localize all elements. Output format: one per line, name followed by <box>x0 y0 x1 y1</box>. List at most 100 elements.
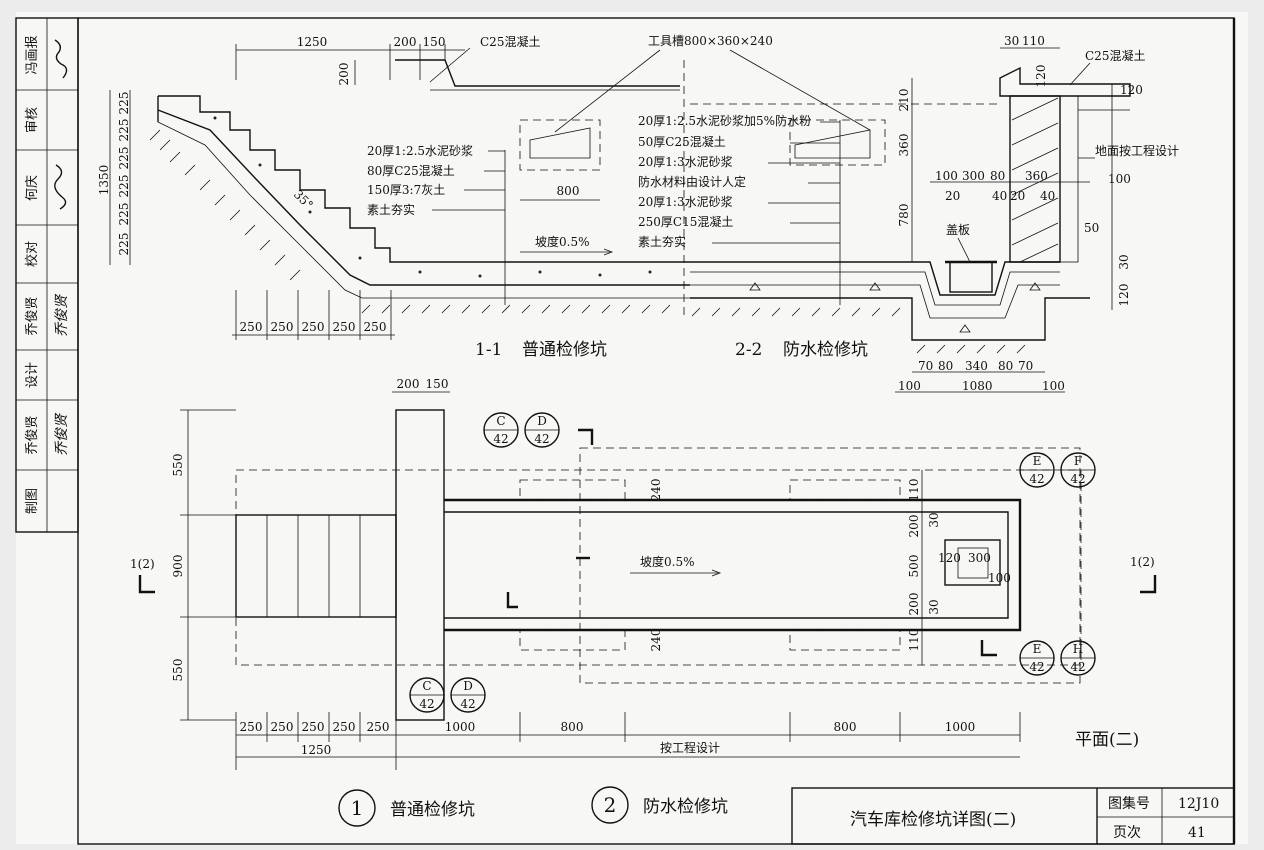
plan-dim-top-1: 150 <box>426 377 449 391</box>
callout-letter: C <box>496 414 505 428</box>
callout-letter: H <box>1073 642 1083 656</box>
s2-dim-bottom-2: 340 <box>965 359 988 373</box>
legend-label-2: 防水检修坑 <box>643 797 728 817</box>
s2-dim-bottom-1: 80 <box>938 359 953 373</box>
s1-note-2: 150厚3:7灰土 <box>367 183 445 197</box>
s1-dim-bottom-3: 250 <box>333 320 356 334</box>
s1-concrete-label: C25混凝土 <box>480 34 540 49</box>
side-sign-6: 乔俊贤 <box>54 412 70 456</box>
legend: 1 普通检修坑 2 防水检修坑 <box>338 786 728 827</box>
plan-dim-inner-4: 100 <box>988 571 1011 585</box>
atlas-value: 12J10 <box>1178 796 1219 812</box>
s2-note-0: 20厚1:2.5水泥砂浆加5%防水粉 <box>638 113 811 128</box>
s2-dim-bottom-4: 70 <box>1018 359 1033 373</box>
s1-dim-left-5: 225 <box>117 233 131 256</box>
s1-dim-left-3: 225 <box>117 175 131 198</box>
s2-dim-right-2: 100 <box>1108 172 1131 186</box>
callout-sheet: 42 <box>1070 472 1085 486</box>
paper <box>16 12 1248 844</box>
s2-concrete-label: C25混凝土 <box>1085 48 1145 63</box>
callout-h-bottom: H 42 <box>1060 640 1096 676</box>
s1-caption: 普通检修坑 <box>522 340 607 360</box>
s1-dim-left-0: 225 <box>117 92 131 115</box>
plan-title: 平面(二) <box>1075 730 1139 750</box>
plan-dim-left-2: 550 <box>171 659 185 682</box>
s1-dim-top-3: 200 <box>337 63 351 86</box>
callout-sheet: 42 <box>460 697 475 711</box>
plan-dim-left-0: 550 <box>171 454 185 477</box>
callout-sheet: 42 <box>1029 472 1044 486</box>
s2-dim-right-5: 120 <box>1117 284 1131 307</box>
s1-dim-top-1: 200 <box>394 35 417 49</box>
plan-view: 坡度0.5% 1(2) 1(2) 200 150 550 900 550 110… <box>130 377 1157 770</box>
plan-cut-left: 1(2) <box>130 557 155 571</box>
side-role-0: 冯画报 <box>25 35 40 74</box>
plan-cut-right: 1(2) <box>1130 555 1155 569</box>
s1-dim-bottom-0: 250 <box>240 320 263 334</box>
callout-d-bottom: D 42 <box>450 677 486 713</box>
legend-num-2: 2 <box>604 793 617 817</box>
legend-label-1: 普通检修坑 <box>390 800 475 820</box>
s2-dim-top-1: 110 <box>1022 34 1045 48</box>
s1-dim-top-2: 150 <box>423 35 446 49</box>
s2-note-6: 素土夯实 <box>638 234 686 249</box>
atlas-label: 图集号 <box>1108 795 1150 812</box>
callout-e-top: E 42 <box>1019 452 1055 488</box>
s2-ground: 地面按工程设计 <box>1095 143 1179 158</box>
callout-c-bottom: C 42 <box>409 677 445 713</box>
plan-dim-right-2: 500 <box>907 555 921 578</box>
side-role-7: 制图 <box>25 488 40 514</box>
plan-by-design: 按工程设计 <box>660 740 720 755</box>
s2-note-2: 20厚1:3水泥砂浆 <box>638 154 733 169</box>
s2-dim-bottom2-2: 100 <box>1042 379 1065 393</box>
s2-note-1: 50厚C25混凝土 <box>638 134 726 149</box>
callout-sheet: 42 <box>1070 660 1085 674</box>
callout-f-top: F 42 <box>1060 452 1096 488</box>
plan-dim-right-4: 110 <box>907 629 921 652</box>
s2-dim-bottom2-0: 100 <box>898 379 921 393</box>
s2-dim-right-4: 30 <box>1117 254 1131 269</box>
s2-dim-vert-2: 780 <box>897 204 911 227</box>
plan-dim-inner-3: 300 <box>968 551 991 565</box>
side-sign-4: 乔俊贤 <box>54 293 70 337</box>
plan-dim-bottom-7: 800 <box>834 720 857 734</box>
plan-dim-left-1: 900 <box>171 555 185 578</box>
s1-note-3: 素土夯实 <box>367 202 415 217</box>
plan-dim-right-3: 200 <box>907 593 921 616</box>
side-signature-block: 冯画报 审核 何庆 校对 乔俊贤 设计 乔俊贤 制图 乔俊贤 乔俊贤 <box>15 17 79 533</box>
s1-note-1: 80厚C25混凝土 <box>367 163 455 178</box>
page-value: 41 <box>1188 825 1206 841</box>
title-block: 汽车库检修坑详图(二) 图集号 12J10 页次 41 <box>791 787 1235 845</box>
s2-dim-mid-7: 20 <box>1010 189 1025 203</box>
s2-cover: 盖板 <box>946 223 970 237</box>
plan-dim-mid-0: 240 <box>649 479 663 502</box>
plan-dim-total: 1250 <box>301 743 332 757</box>
s2-dim-vert-0: 210 <box>897 89 911 112</box>
s2-dim-mid-0: 100 <box>935 169 958 183</box>
s2-dim-bottom2-1: 1080 <box>962 379 993 393</box>
s1-dim-bottom-4: 250 <box>364 320 387 334</box>
side-role-3: 校对 <box>24 241 40 267</box>
page-label: 页次 <box>1113 825 1141 841</box>
s2-note-4: 20厚1:3水泥砂浆 <box>638 194 733 209</box>
side-role-2: 何庆 <box>24 175 40 201</box>
s2-dim-mid-3: 360 <box>1025 169 1048 183</box>
callout-sheet: 42 <box>534 432 549 446</box>
callout-letter: C <box>422 679 431 693</box>
callout-d-top: D 42 <box>524 412 560 448</box>
callout-e-bottom: E 42 <box>1019 640 1055 676</box>
callout-letter: E <box>1033 454 1042 468</box>
callout-sheet: 42 <box>1029 660 1044 674</box>
s1-note-0: 20厚1:2.5水泥砂浆 <box>367 143 473 158</box>
s1-caption-no: 1-1 <box>475 340 502 360</box>
s1-slope: 坡度0.5% <box>535 234 590 249</box>
plan-dim-inner-0: 30 <box>927 512 941 527</box>
s2-dim-vert-1: 360 <box>897 134 911 157</box>
plan-dim-bottom-0: 250 <box>240 720 263 734</box>
plan-dim-inner-2: 120 <box>938 551 961 565</box>
plan-dim-top-0: 200 <box>397 377 420 391</box>
s2-dim-right-1: 120 <box>1120 83 1143 97</box>
title-block-title: 汽车库检修坑详图(二) <box>850 810 1016 830</box>
callout-c-top: C 42 <box>483 412 519 448</box>
s1-tool-dim: 800 <box>557 184 580 198</box>
